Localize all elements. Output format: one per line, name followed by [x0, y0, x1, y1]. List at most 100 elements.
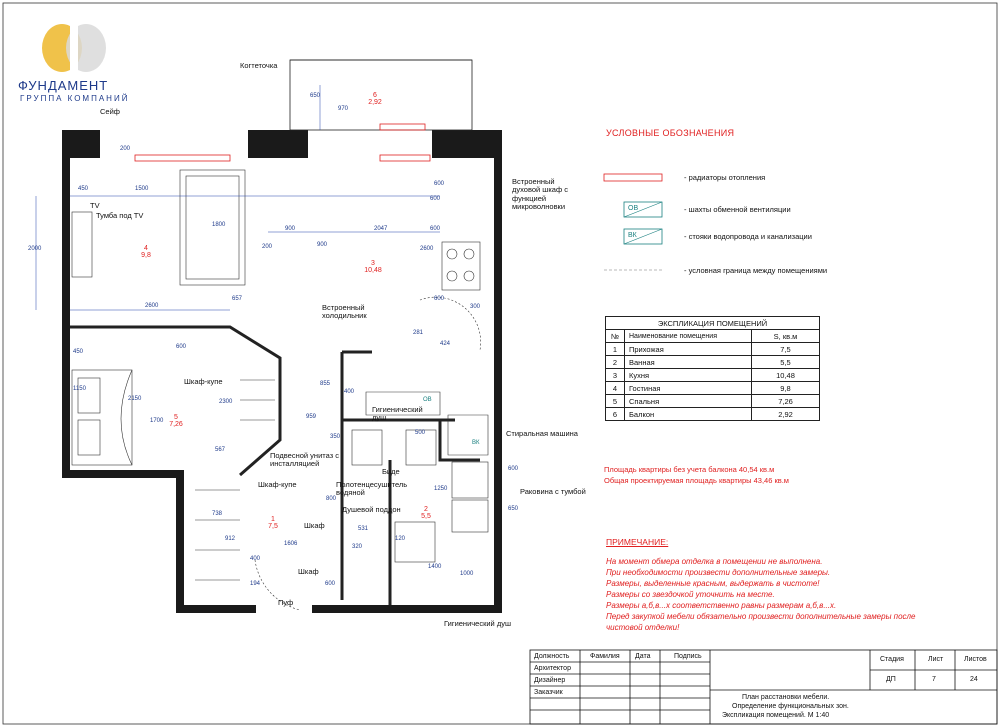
dimension-label: 2000: [28, 246, 42, 252]
dimension-label: 650: [310, 93, 321, 99]
sink-outline: [451, 499, 489, 533]
dimension-label: 500: [415, 430, 426, 436]
title-block: [529, 649, 998, 725]
dimension-label: 600: [434, 296, 445, 302]
dimension-label: 900: [285, 226, 296, 232]
dimension-label: 531: [358, 526, 369, 532]
dimension-label: 855: [320, 381, 331, 387]
tv-stand-outline: [71, 211, 93, 278]
label-bide: Биде: [382, 467, 400, 476]
dimension-label: 424: [440, 341, 451, 347]
dimension-label: 2600: [145, 303, 159, 309]
dimension-label: 2600: [420, 246, 434, 252]
dimension-label: 970: [338, 106, 349, 112]
dimension-label: 800: [326, 496, 337, 502]
dimension-label: 600: [430, 196, 441, 202]
note-title: ПРИМЕЧАНИЕ:: [606, 537, 669, 547]
label-puf: Пуф: [278, 598, 294, 607]
label-tumba: Тумба под TV: [96, 211, 144, 220]
legend-title: УСЛОВНЫЕ ОБОЗНАЧЕНИЯ: [606, 128, 735, 138]
dimension-label: 350: [330, 434, 341, 440]
dimension-label: 281: [413, 330, 424, 336]
dimension-label: 120: [395, 536, 406, 542]
dimension-label: 1000: [460, 571, 474, 577]
dimension-label: 320: [352, 544, 363, 550]
label-kogtetochka: Когтеточка: [240, 61, 278, 70]
label-unitaz: Подвесной унитаз с инсталляцией: [270, 451, 339, 469]
dimension-label: 600: [325, 581, 336, 587]
dimension-label: 400: [250, 556, 261, 562]
dimension-label: 912: [225, 536, 236, 542]
sofa-outline: [179, 169, 246, 286]
label-stiralka: Стиральная машина: [506, 429, 578, 438]
label-fridge: Встроенный холодильник: [322, 303, 367, 321]
dimension-label: 600: [176, 344, 187, 350]
explication-title: ЭКСПЛИКАЦИЯ ПОМЕЩЕНИЙ: [605, 316, 820, 330]
logo-subtitle: ГРУППА КОМПАНИЙ: [20, 94, 130, 103]
stove-outline: [441, 241, 481, 291]
dimension-label: 600: [508, 466, 519, 472]
label-oven: Встроенный духовой шкаф с функцией микро…: [512, 177, 568, 211]
label-shkaf-1: Шкаф: [304, 521, 325, 530]
plan-vk-label: ВК: [472, 440, 480, 446]
label-rakovina: Раковина с тумбой: [520, 487, 586, 496]
dimension-label: 200: [120, 146, 131, 152]
dimension-label: 738: [212, 511, 223, 517]
legend-vk-label: ВК: [628, 232, 637, 239]
dimension-label: 1700: [150, 418, 164, 424]
label-shkaf-2: Шкаф: [298, 567, 319, 576]
dimension-label: 450: [78, 186, 89, 192]
label-shkaf-kupe-1: Шкаф-купе: [184, 377, 223, 386]
logo-mark-icon: [42, 24, 106, 72]
bed-outline: [71, 369, 133, 466]
dimension-label: 1500: [135, 186, 149, 192]
radiators: [134, 123, 431, 162]
legend-ov-label: ОВ: [628, 205, 639, 212]
interior-walls: [70, 325, 480, 605]
exterior-walls: [62, 130, 502, 613]
dimension-label: 400: [344, 389, 355, 395]
area-total: Общая проектируемая площадь квартиры 43,…: [604, 476, 789, 485]
legend-symbols: [603, 173, 663, 271]
label-polotence: Полотенцесушитель водяной: [336, 480, 408, 498]
dimension-label: 200: [262, 244, 273, 250]
dimension-label: 567: [215, 447, 226, 453]
dimension-label: 2150: [128, 396, 142, 402]
dimension-label: 1400: [428, 564, 442, 570]
dimension-label: 1250: [434, 486, 448, 492]
dimension-label: 194: [250, 581, 261, 587]
legend-item-plumbing: - стояки водопровода и канализации: [684, 232, 812, 241]
dimension-label: 2300: [219, 399, 233, 405]
dimension-lines: [35, 85, 440, 311]
label-poddon: Душевой поддон: [342, 505, 401, 514]
legend-item-ventilation: - шахты обменной вентиляции: [684, 205, 791, 214]
dimension-label: 1606: [284, 541, 298, 547]
legend-vk-symbol: [623, 228, 663, 245]
label-shkaf-kupe-2: Шкаф-купе: [258, 480, 297, 489]
legend-item-radiators: - радиаторы отопления: [684, 173, 766, 182]
plumbing-shaft: [447, 414, 489, 456]
washing-machine-outline: [451, 461, 489, 499]
dimension-label: 650: [508, 506, 519, 512]
legend-ov-symbol: [623, 201, 663, 218]
logo-name: ФУНДАМЕНТ: [18, 78, 109, 93]
ventilation-shaft: [365, 391, 441, 416]
dimension-label: 959: [306, 414, 317, 420]
label-gig-dush-2: Гигиенический душ: [444, 619, 511, 628]
dimension-label: 1800: [212, 222, 226, 228]
shower-tray-outline: [394, 521, 436, 563]
